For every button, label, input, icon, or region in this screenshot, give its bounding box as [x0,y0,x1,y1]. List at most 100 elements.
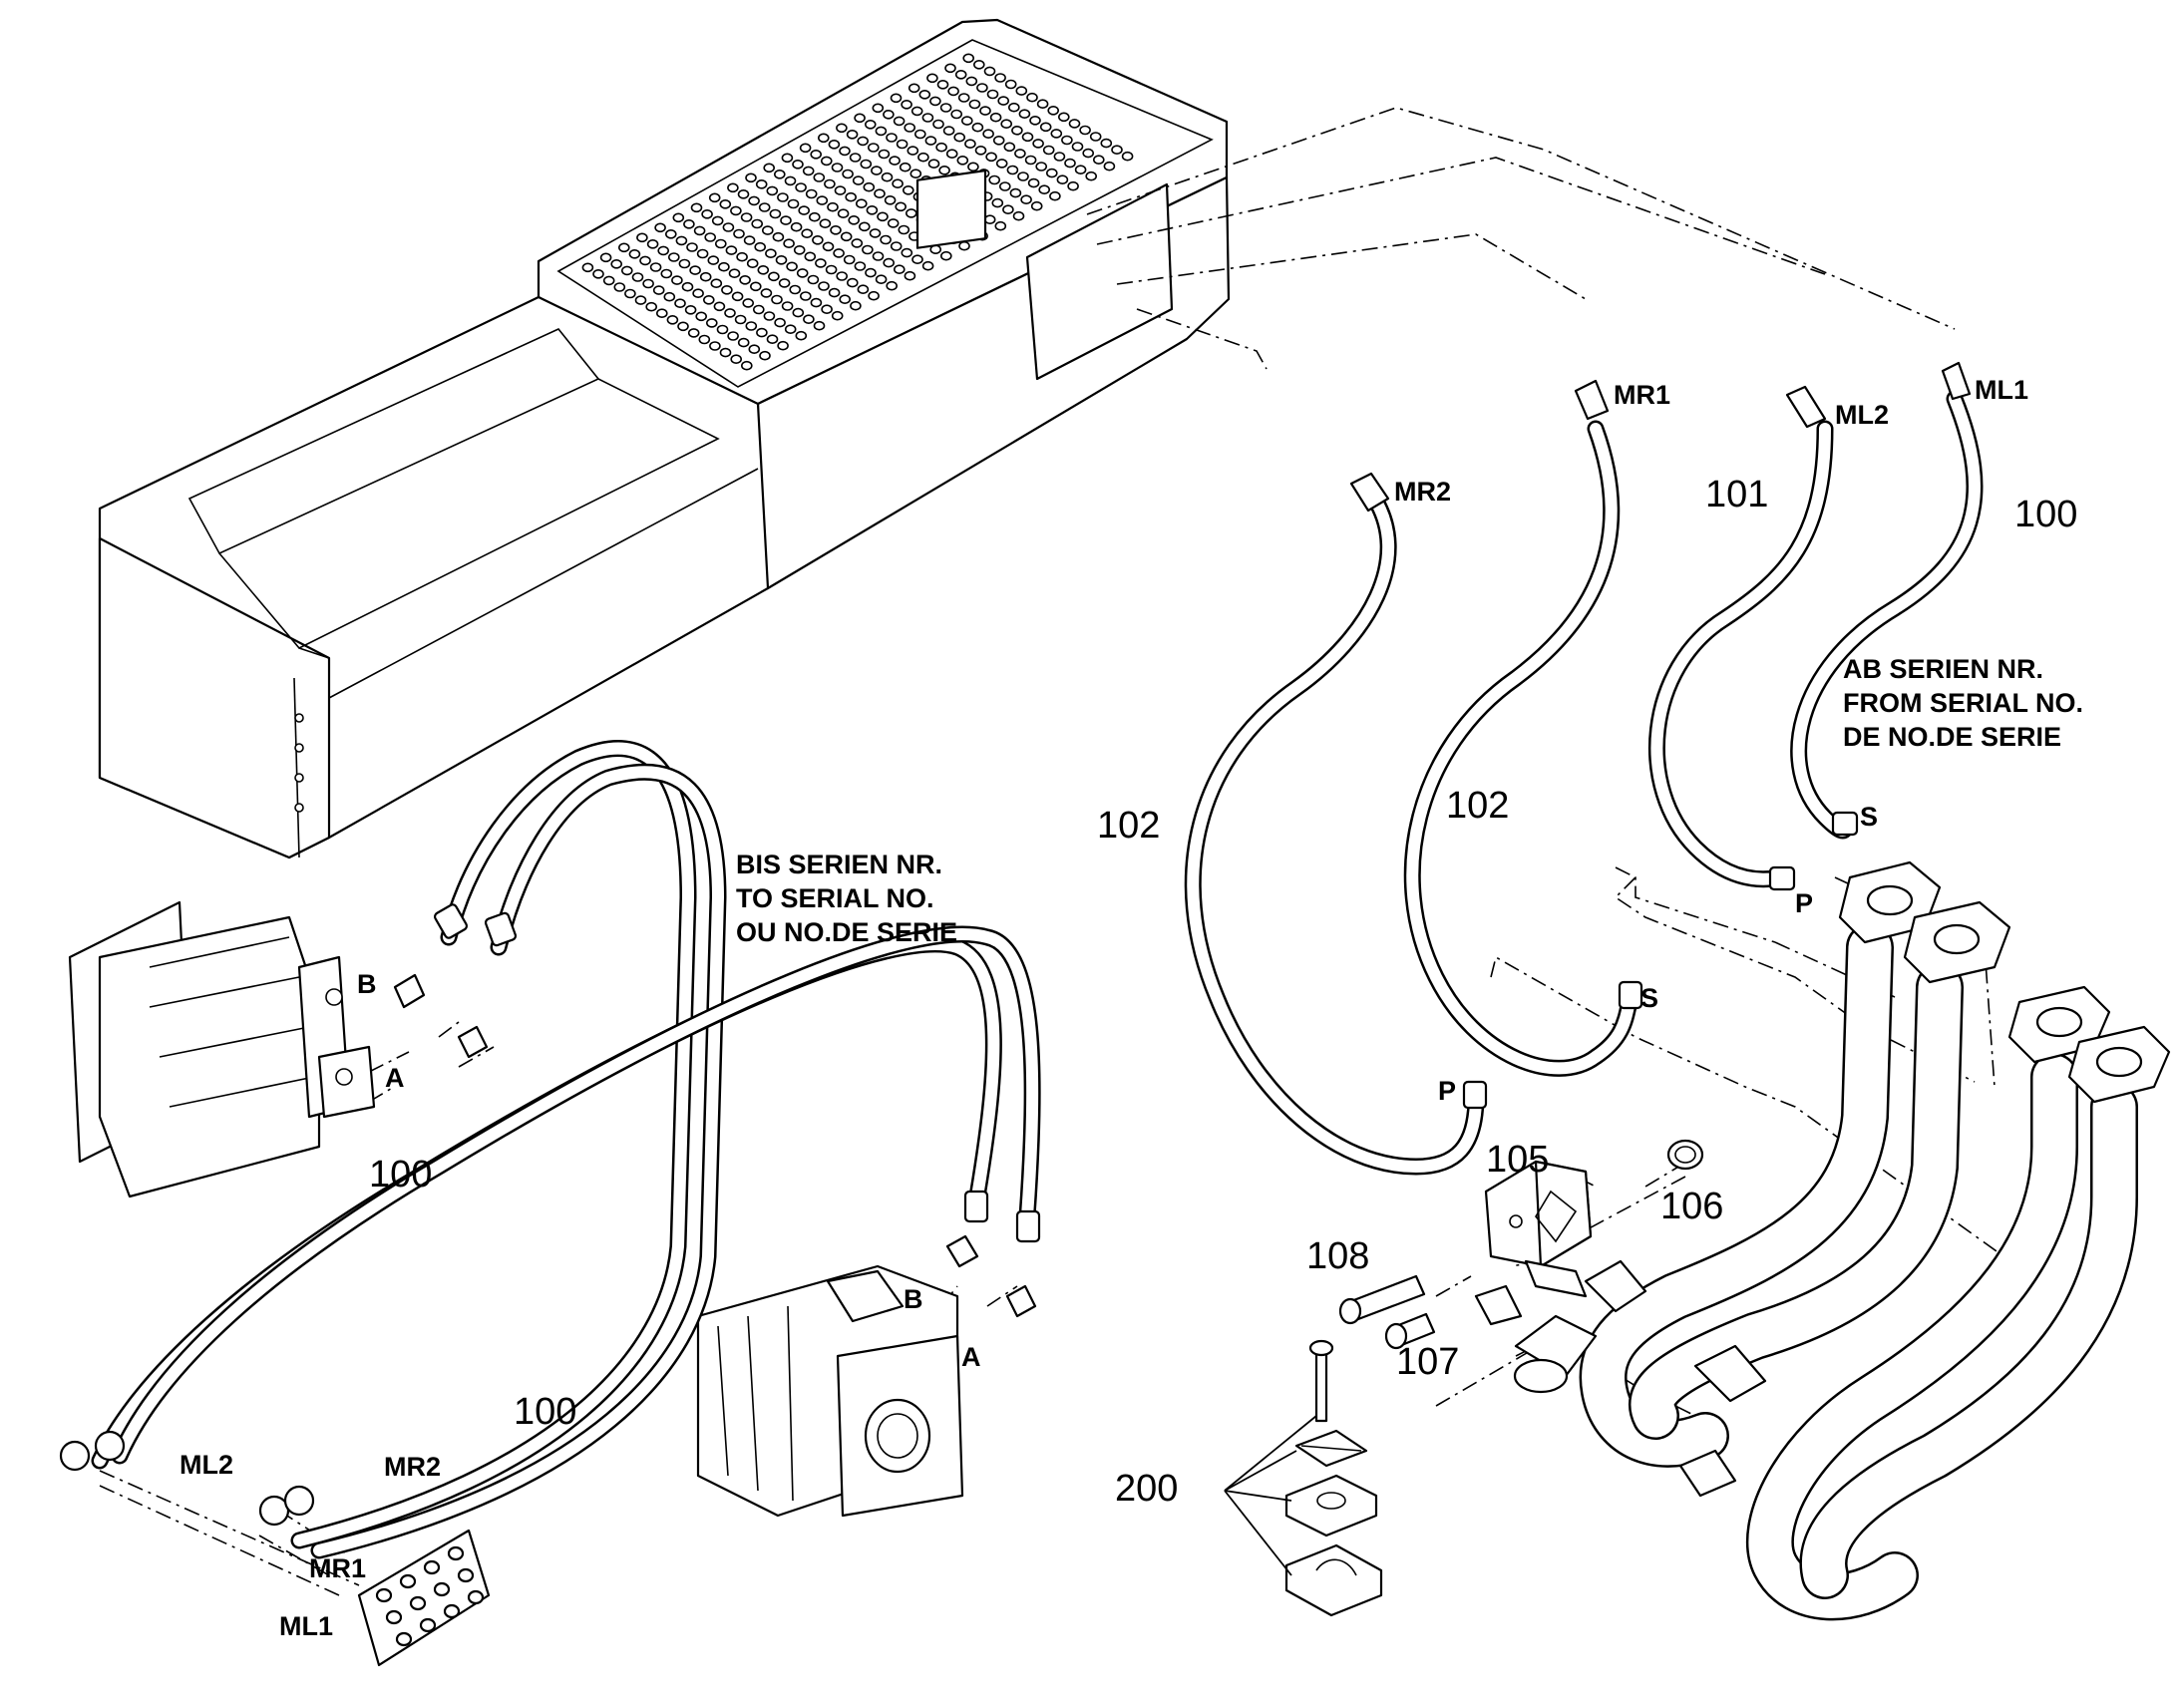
perforation-hole [983,66,996,77]
perforation-hole [1029,116,1041,126]
perforation-hole [878,149,891,160]
perforation-hole [763,163,776,173]
plate-fitting [385,1609,403,1625]
perforation-hole [1027,177,1040,188]
perforation-hole [863,181,876,192]
perforation-hole [1064,158,1076,169]
perforation-hole [921,260,934,271]
perforation-hole [783,238,795,248]
perforation-hole [974,146,987,156]
perforation-hole [851,238,864,248]
perforation-hole [756,327,768,338]
plate-fitting [433,1581,451,1597]
perforation-hole [799,291,812,301]
perforation-hole [893,116,906,127]
perforation-hole [1026,92,1038,103]
perforation-hole [822,241,835,252]
perforation-hole [964,139,976,149]
perforation-hole [1061,135,1073,146]
plate-fitting [447,1545,465,1561]
perforation-hole [733,228,745,239]
perforation-hole [887,218,900,228]
perforation-hole [713,301,726,312]
perforation-hole [769,208,782,219]
note-to-serial-line-2: TO SERIAL NO. [736,883,934,913]
perforation-hole [689,265,701,275]
perforation-hole [781,153,794,164]
perforation-hole [796,268,809,278]
perforation-hole [845,191,858,202]
perforation-hole [1089,132,1102,142]
pressure-pipes [1513,860,2171,1621]
perforation-hole [890,241,903,251]
perforation-hole [686,242,698,252]
perforation-hole [708,192,721,203]
perforation-hole [780,215,792,225]
note-to-serial-line-3: OU NO.DE SERIE [736,917,957,947]
perforation-hole [721,284,733,295]
perforation-hole [1103,161,1116,171]
perforation-hole [899,162,911,172]
perforation-hole [929,96,941,107]
perforation-hole [843,254,856,265]
perforation-hole [757,264,770,275]
plate-fitting [395,1631,413,1647]
perforation-hole [1042,145,1055,156]
perforation-hole [953,132,966,143]
perforation-hole [736,251,748,262]
perforation-hole [913,129,926,140]
perforation-hole [971,122,984,133]
perforation-hole [1067,180,1079,191]
perforation-hole [852,175,865,185]
item-200: 200 [1115,1468,1178,1510]
perforation-hole [866,205,879,215]
perforation-hole [759,350,771,361]
perforation-hole [743,235,756,245]
perforation-hole [871,166,883,175]
item-105: 105 [1486,1139,1549,1181]
perforation-hole [620,265,633,276]
perforation-hole [693,225,706,236]
perforation-hole [893,264,906,275]
perforation-hole [727,331,739,341]
perforation-hole [758,202,771,212]
perforation-hole [939,103,952,113]
perforation-hole [1121,151,1134,162]
connection-labels: MR2 MR1 ML2 ML1 MR2 MR1 ML2 ML1 B A B A … [180,375,2028,1641]
perforation-hole [954,70,967,80]
perforation-hole [821,304,833,315]
perforation-hole [842,169,854,179]
perforation-hole [742,298,755,308]
perforation-hole [634,295,647,305]
perforation-hole [817,133,830,144]
perforation-hole [727,182,739,193]
perforation-hole [737,337,750,348]
perforation-hole [904,123,916,133]
perforation-hole [1038,184,1050,194]
perforation-hole [972,60,985,70]
perforation-hole [1100,138,1113,149]
hose-mr1 [1403,420,1639,1077]
item-200-pointer-arrows [1224,1415,1317,1576]
perforation-hole [751,218,764,229]
perforation-hole [705,318,718,328]
perforation-hole [711,215,724,226]
perforation-hole [1079,125,1091,136]
perforation-hole [692,288,704,299]
perforation-hole [944,63,956,74]
perforation-hole [748,195,760,206]
perforation-hole [795,182,807,192]
perforation-hole [1056,174,1069,184]
perforation-hole [875,126,888,137]
plate-fitting [409,1595,427,1611]
perforation-hole [1018,109,1031,119]
perforation-hole [819,218,832,228]
perforation-hole [1020,194,1032,204]
perforation-hole [818,281,830,291]
perforation-hole [921,113,934,123]
perforation-hole [860,159,873,170]
perforation-hole [865,267,877,278]
perforation-hole [807,274,820,285]
perforation-hole [909,169,922,178]
perforation-hole [901,247,913,258]
